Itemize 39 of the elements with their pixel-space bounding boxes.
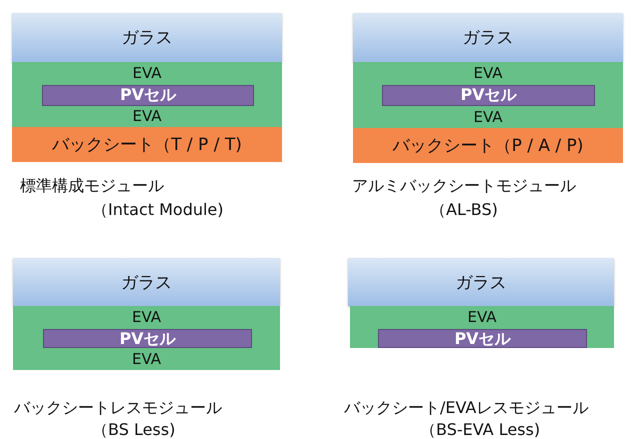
eva-layer (350, 306, 614, 348)
eva-layer (353, 62, 623, 128)
glass-layer (13, 258, 280, 306)
module-caption: バックシート/EVAレスモジュール (344, 398, 588, 419)
layer-label: ガラス (456, 272, 506, 294)
layer-label: バックシート（T / P / T) (52, 134, 242, 156)
layer-label: PVセル (120, 85, 176, 105)
layer-label: EVA (473, 64, 503, 82)
glass-layer (353, 13, 623, 62)
layer-label: EVA (132, 107, 162, 125)
layer-label: EVA (467, 308, 497, 326)
pv-cell-layer (42, 85, 254, 106)
backsheet-layer (12, 127, 282, 162)
pv-cell-layer (382, 85, 595, 106)
layer-label: EVA (132, 350, 162, 368)
layer-label: PVセル (119, 329, 176, 349)
module-caption: バックシートレスモジュール (14, 398, 222, 419)
eva-layer (13, 306, 280, 370)
glass-layer (348, 258, 614, 306)
module-caption: （AL-BS) (430, 200, 498, 221)
layer-label: PVセル (460, 85, 517, 105)
glass-layer (12, 13, 282, 62)
backsheet-layer (353, 128, 623, 163)
layer-label: ガラス (121, 272, 172, 294)
module-caption: （BS-EVA Less) (420, 420, 540, 439)
layer-label: バックシート（P / A / P) (392, 135, 584, 157)
layer-label: EVA (132, 308, 162, 326)
module-caption: （BS Less) (92, 420, 176, 439)
layer-label: ガラス (122, 27, 172, 49)
layer-label: PVセル (454, 329, 511, 349)
layer-label: EVA (132, 64, 162, 82)
module-caption: （Intact Module) (92, 200, 224, 221)
layer-label: ガラス (462, 27, 514, 49)
pv-cell-layer (378, 329, 587, 348)
layer-label: EVA (473, 108, 503, 126)
module-caption: 標準構成モジュール (20, 176, 164, 197)
eva-layer (12, 62, 282, 127)
module-caption: アルミバックシートモジュール (352, 176, 576, 197)
pv-cell-layer (43, 329, 252, 348)
